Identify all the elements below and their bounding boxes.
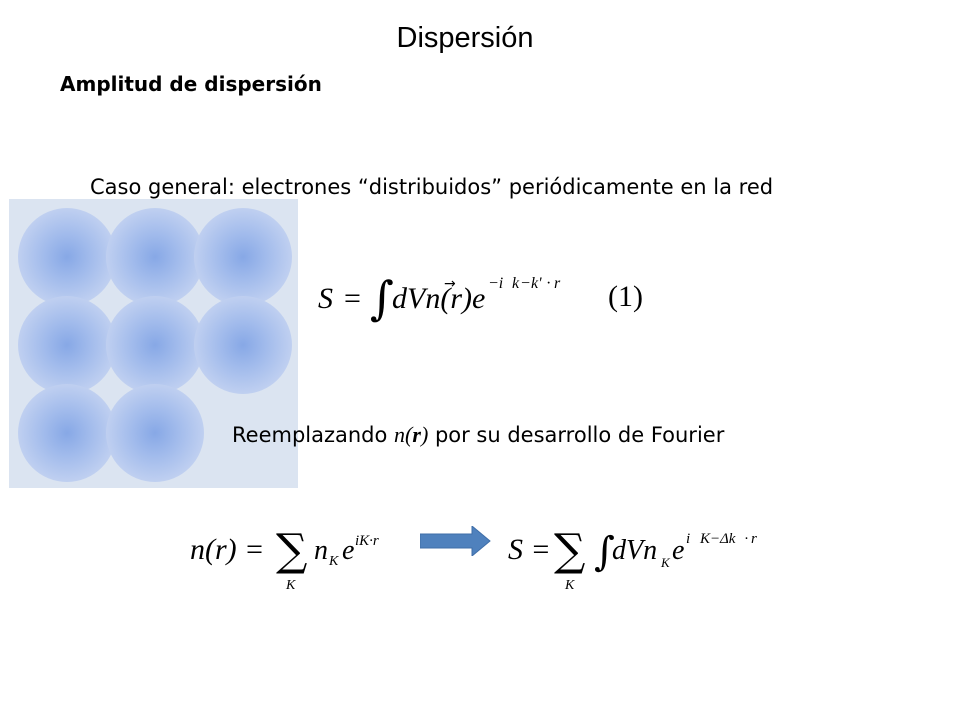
eq2-sum: ∑ [276, 525, 307, 576]
inline-math-n: n(r) [394, 422, 429, 447]
equation-fourier-series: n(r) = ∑ K n K e iK·r [190, 525, 379, 593]
electron-density-circle [194, 296, 292, 394]
eq1-integral: ∫ [370, 271, 394, 325]
electron-density-circle [18, 384, 116, 482]
eq3-body: dVn [612, 535, 657, 566]
eq1-body: dVn(r)e [392, 282, 485, 315]
eq3-exp-dk: Δk [719, 531, 736, 547]
eq1-vec-arrow: → [444, 276, 456, 292]
electron-density-circle [106, 384, 204, 482]
eq3-exp-r: r [751, 531, 757, 547]
electron-density-circle [106, 208, 204, 306]
eq1-exp-minus: − [521, 275, 530, 292]
equation-scattering-sum: S = ∑ K ∫ dVn K e i K − Δk · r [508, 525, 757, 593]
text-reemplazando-pre: Reemplazando [232, 423, 395, 447]
slide-title: Dispersión [396, 22, 534, 54]
lattice-figure [9, 199, 298, 488]
text-caso-general: Caso general: electrones “distribuidos” … [90, 175, 774, 199]
eq3-exp-dot: · [744, 531, 749, 547]
eq2-lhs: n(r) = [190, 533, 264, 566]
eq1-exp-kp: k' [531, 275, 542, 292]
eq2-e: e [342, 535, 354, 566]
eq2-sum-sub: K [285, 578, 296, 593]
electron-density-circle [18, 296, 116, 394]
right-arrow-icon [420, 526, 491, 556]
slide-subtitle: Amplitud de dispersión [60, 72, 322, 96]
eq3-sum-sub: K [564, 578, 575, 593]
text-reemplazando-post: por su desarrollo de Fourier [428, 423, 725, 447]
eq3-exp-K: K [699, 531, 711, 547]
eq3-sum: ∑ [554, 525, 585, 576]
eq3-lhs: S = [508, 533, 551, 566]
eq2-n-sub: K [328, 554, 339, 569]
eq3-e: e [672, 535, 684, 566]
eq3-exp-i: i [686, 531, 690, 547]
electron-density-circle [18, 208, 116, 306]
eq1-exp-r: r [554, 275, 561, 292]
eq1-equals: = [344, 282, 361, 315]
eq1-exp-i: −i [488, 275, 503, 292]
eq2-n: n [314, 535, 328, 566]
eq1-exp-dot: · [546, 275, 551, 292]
equation-1: S = ∫ dVn(r)e → −i k − k' · r (1) [318, 271, 643, 325]
electron-density-circle [106, 296, 204, 394]
electron-density-circle [194, 208, 292, 306]
eq2-exp: iK·r [355, 533, 379, 549]
eq3-integral: ∫ [594, 529, 615, 575]
eq1-number: (1) [608, 280, 643, 313]
eq1-exp-k: k [512, 275, 520, 292]
eq1-lhs: S [318, 282, 333, 315]
text-reemplazando: Reemplazando n(r) por su desarrollo de F… [232, 422, 724, 448]
eq3-exp-minus: − [711, 531, 719, 547]
eq3-n-sub: K [660, 555, 671, 570]
